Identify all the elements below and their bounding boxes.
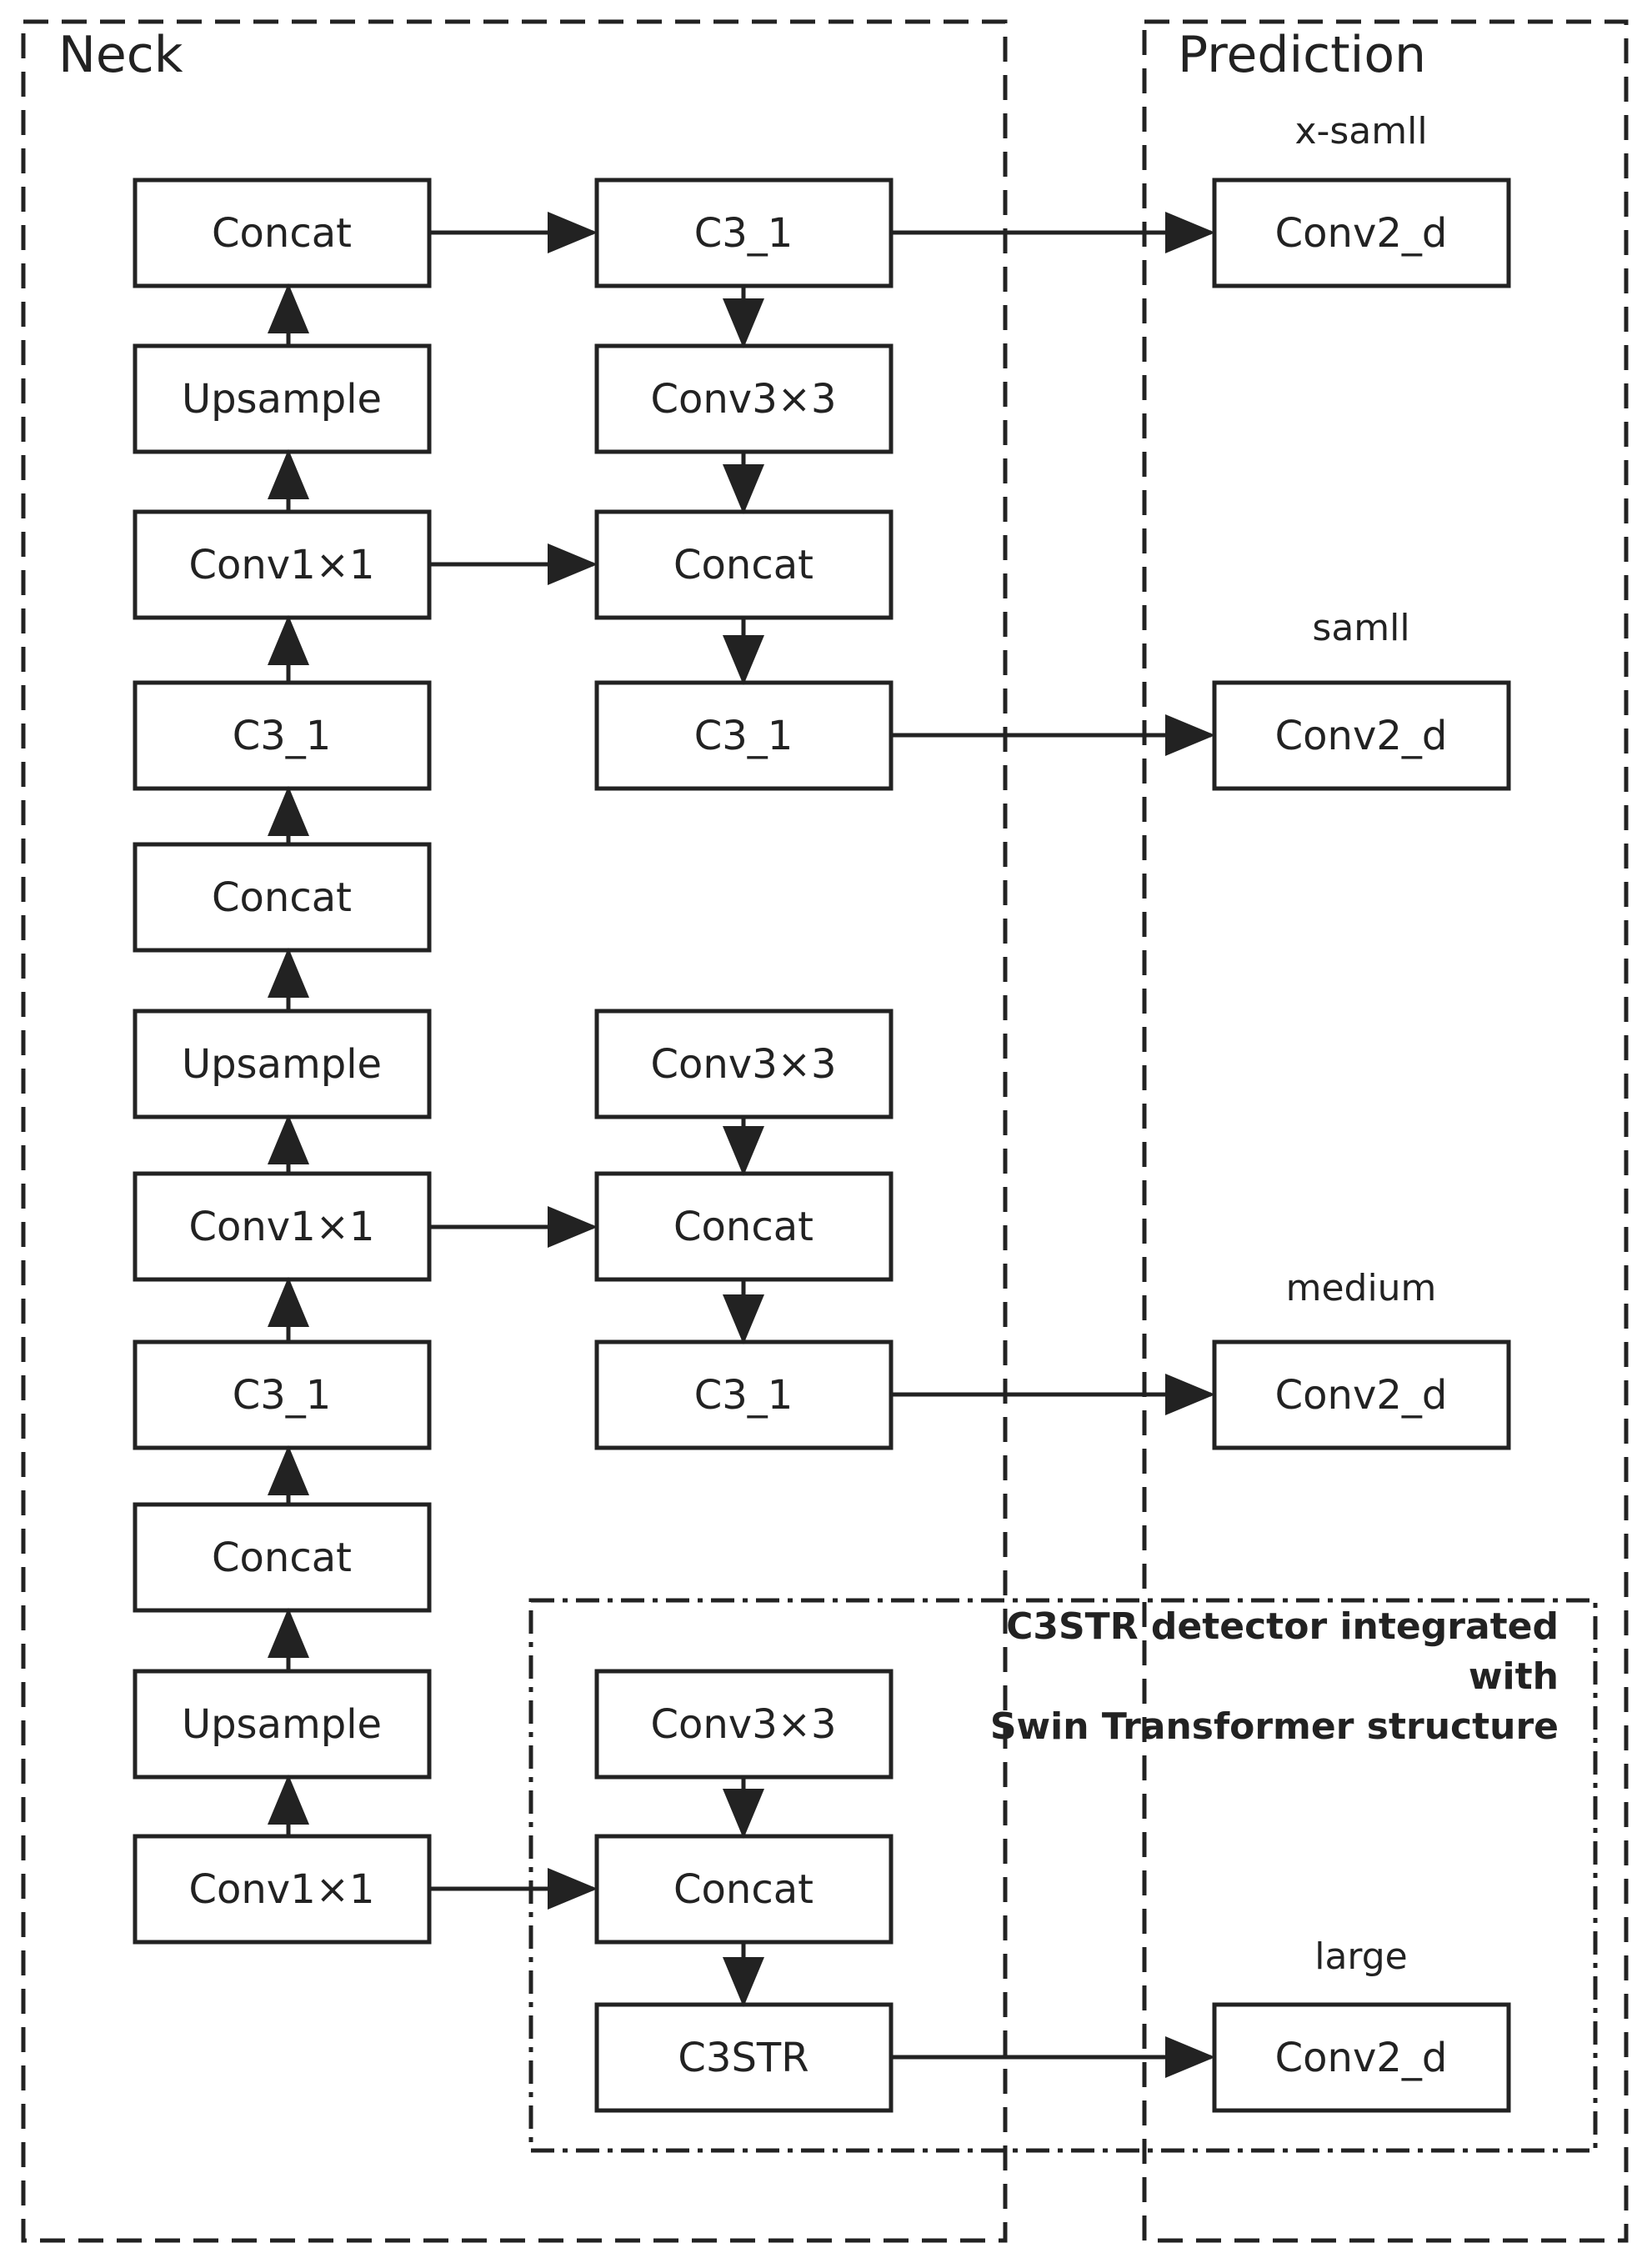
node-concat-mid-2: Concat bbox=[594, 1171, 894, 1282]
node-conv2d-large: Conv2_d bbox=[1212, 2002, 1511, 2113]
svg-text:Conv1×1: Conv1×1 bbox=[188, 1866, 374, 1913]
svg-text:Concat: Concat bbox=[212, 1535, 352, 1581]
svg-text:Concat: Concat bbox=[673, 1204, 813, 1250]
svg-text:Conv3×3: Conv3×3 bbox=[650, 1701, 836, 1748]
svg-text:C3STR: C3STR bbox=[678, 2035, 808, 2081]
svg-text:Concat: Concat bbox=[212, 874, 352, 921]
node-conv1x1-left-2: Conv1×1 bbox=[133, 1171, 432, 1282]
node-concat-left-2: Concat bbox=[133, 842, 432, 953]
node-conv3x3-mid-2: Conv3×3 bbox=[594, 1009, 894, 1119]
highlight-caption-line-1: C3STR detector integrated bbox=[1006, 1605, 1559, 1648]
scale-label-medium: medium bbox=[1286, 1267, 1437, 1309]
svg-text:Upsample: Upsample bbox=[182, 1701, 382, 1748]
svg-text:Conv2_d: Conv2_d bbox=[1275, 210, 1448, 257]
node-concat-left-3: Concat bbox=[133, 1502, 432, 1613]
svg-text:Concat: Concat bbox=[212, 210, 352, 257]
prediction-section-frame bbox=[1142, 19, 1629, 2243]
svg-text:C3_1: C3_1 bbox=[694, 1372, 793, 1419]
scale-label-large: large bbox=[1314, 1935, 1408, 1978]
svg-text:Conv1×1: Conv1×1 bbox=[188, 542, 374, 588]
node-concat-mid-3: Concat bbox=[594, 1834, 894, 1945]
svg-text:Conv3×3: Conv3×3 bbox=[650, 1041, 836, 1088]
svg-text:C3_1: C3_1 bbox=[233, 713, 332, 759]
node-c3-1-left-1: C3_1 bbox=[133, 680, 432, 791]
neck-section-title: Neck bbox=[58, 26, 183, 84]
node-conv2d-x-small: Conv2_d bbox=[1212, 178, 1511, 288]
svg-text:Conv2_d: Conv2_d bbox=[1275, 713, 1448, 759]
highlight-caption-line-2: with bbox=[1469, 1655, 1559, 1698]
node-upsample-left-2: Upsample bbox=[133, 1009, 432, 1119]
neck-section-frame bbox=[21, 19, 1008, 2243]
svg-text:Concat: Concat bbox=[673, 1866, 813, 1913]
node-c3-1-mid-2: C3_1 bbox=[594, 680, 894, 791]
node-conv1x1-left-1: Conv1×1 bbox=[133, 509, 432, 620]
svg-text:Concat: Concat bbox=[673, 542, 813, 588]
node-concat-left-1: Concat bbox=[133, 178, 432, 288]
svg-text:Conv2_d: Conv2_d bbox=[1275, 2035, 1448, 2081]
node-conv3x3-mid-3: Conv3×3 bbox=[594, 1669, 894, 1780]
node-concat-mid-1: Concat bbox=[594, 509, 894, 620]
node-c3-1-mid-3: C3_1 bbox=[594, 1339, 894, 1450]
node-conv3x3-mid-1: Conv3×3 bbox=[594, 343, 894, 454]
highlight-caption-line-3: Swin Transformer structure bbox=[990, 1705, 1559, 1748]
node-upsample-left-3: Upsample bbox=[133, 1669, 432, 1780]
node-conv1x1-left-3: Conv1×1 bbox=[133, 1834, 432, 1945]
node-c3str-mid: C3STR bbox=[594, 2002, 894, 2113]
svg-text:Conv1×1: Conv1×1 bbox=[188, 1204, 374, 1250]
node-c3-1-left-2: C3_1 bbox=[133, 1339, 432, 1450]
node-c3-1-mid-1: C3_1 bbox=[594, 178, 894, 288]
node-conv2d-medium: Conv2_d bbox=[1212, 1339, 1511, 1450]
prediction-section-title: Prediction bbox=[1178, 26, 1426, 84]
scale-label-small: samll bbox=[1312, 607, 1409, 649]
node-conv2d-small: Conv2_d bbox=[1212, 680, 1511, 791]
node-upsample-left-1: Upsample bbox=[133, 343, 432, 454]
svg-text:C3_1: C3_1 bbox=[694, 210, 793, 257]
svg-text:C3_1: C3_1 bbox=[694, 713, 793, 759]
c3str-highlight-frame bbox=[528, 1598, 1598, 2153]
scale-label-x-small: x-samll bbox=[1294, 110, 1427, 153]
svg-text:Upsample: Upsample bbox=[182, 1041, 382, 1088]
svg-text:C3_1: C3_1 bbox=[233, 1372, 332, 1419]
svg-text:Conv3×3: Conv3×3 bbox=[650, 376, 836, 423]
svg-text:Conv2_d: Conv2_d bbox=[1275, 1372, 1448, 1419]
svg-text:Upsample: Upsample bbox=[182, 376, 382, 423]
